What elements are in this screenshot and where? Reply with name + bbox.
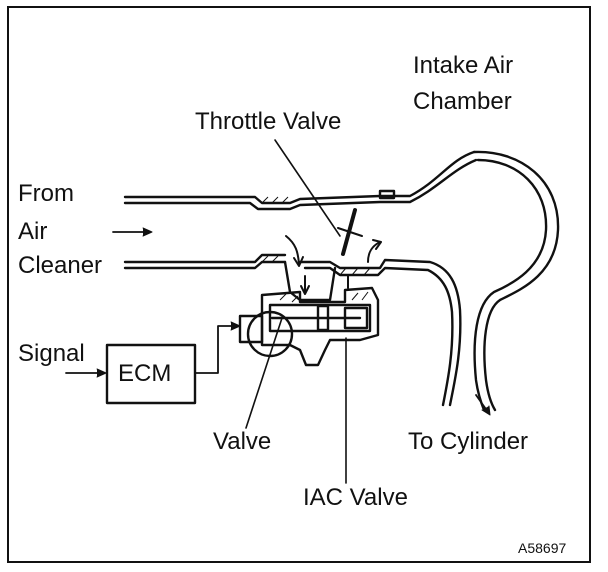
figure-code: A58697 <box>518 540 567 556</box>
duct-clip <box>378 189 396 200</box>
label-chamber: Chamber <box>413 88 512 115</box>
ecm-wire <box>194 325 239 374</box>
iac-valve-head <box>316 304 330 332</box>
duct-upper-wall-inner <box>123 158 478 211</box>
label-intake-air: Intake Air <box>413 52 514 79</box>
duct-lower-right <box>298 258 462 407</box>
chamber-outer <box>472 150 560 412</box>
flow-arrow-in <box>285 235 300 265</box>
iac-body <box>260 286 380 367</box>
duct-lower-right-inner <box>303 266 454 407</box>
throttle-shaft <box>337 227 363 237</box>
duct-lower-wall <box>123 253 287 264</box>
label-cleaner: Cleaner <box>18 252 103 279</box>
diagram-frame <box>7 6 591 563</box>
valve-leader <box>245 317 283 429</box>
throttle-leader <box>274 139 341 237</box>
label-throttle-valve: Throttle Valve <box>195 108 342 135</box>
label-iac-valve: IAC Valve <box>303 484 408 511</box>
label-signal: Signal <box>18 340 85 367</box>
duct-upper-wall <box>123 150 476 205</box>
iac-connector <box>238 314 264 344</box>
label-valve: Valve <box>213 428 272 455</box>
chamber-inner <box>473 158 548 412</box>
duct-hatch <box>261 196 371 303</box>
label-air: Air <box>18 218 48 245</box>
ecm-box <box>105 343 197 405</box>
iac-valve-seat <box>343 306 369 330</box>
flow-arrow-out <box>367 241 381 263</box>
duct-lower-wall-inner <box>123 260 287 270</box>
label-to-cylinder: To Cylinder <box>408 428 529 455</box>
label-ecm: ECM <box>118 360 172 387</box>
label-from: From <box>18 180 74 207</box>
